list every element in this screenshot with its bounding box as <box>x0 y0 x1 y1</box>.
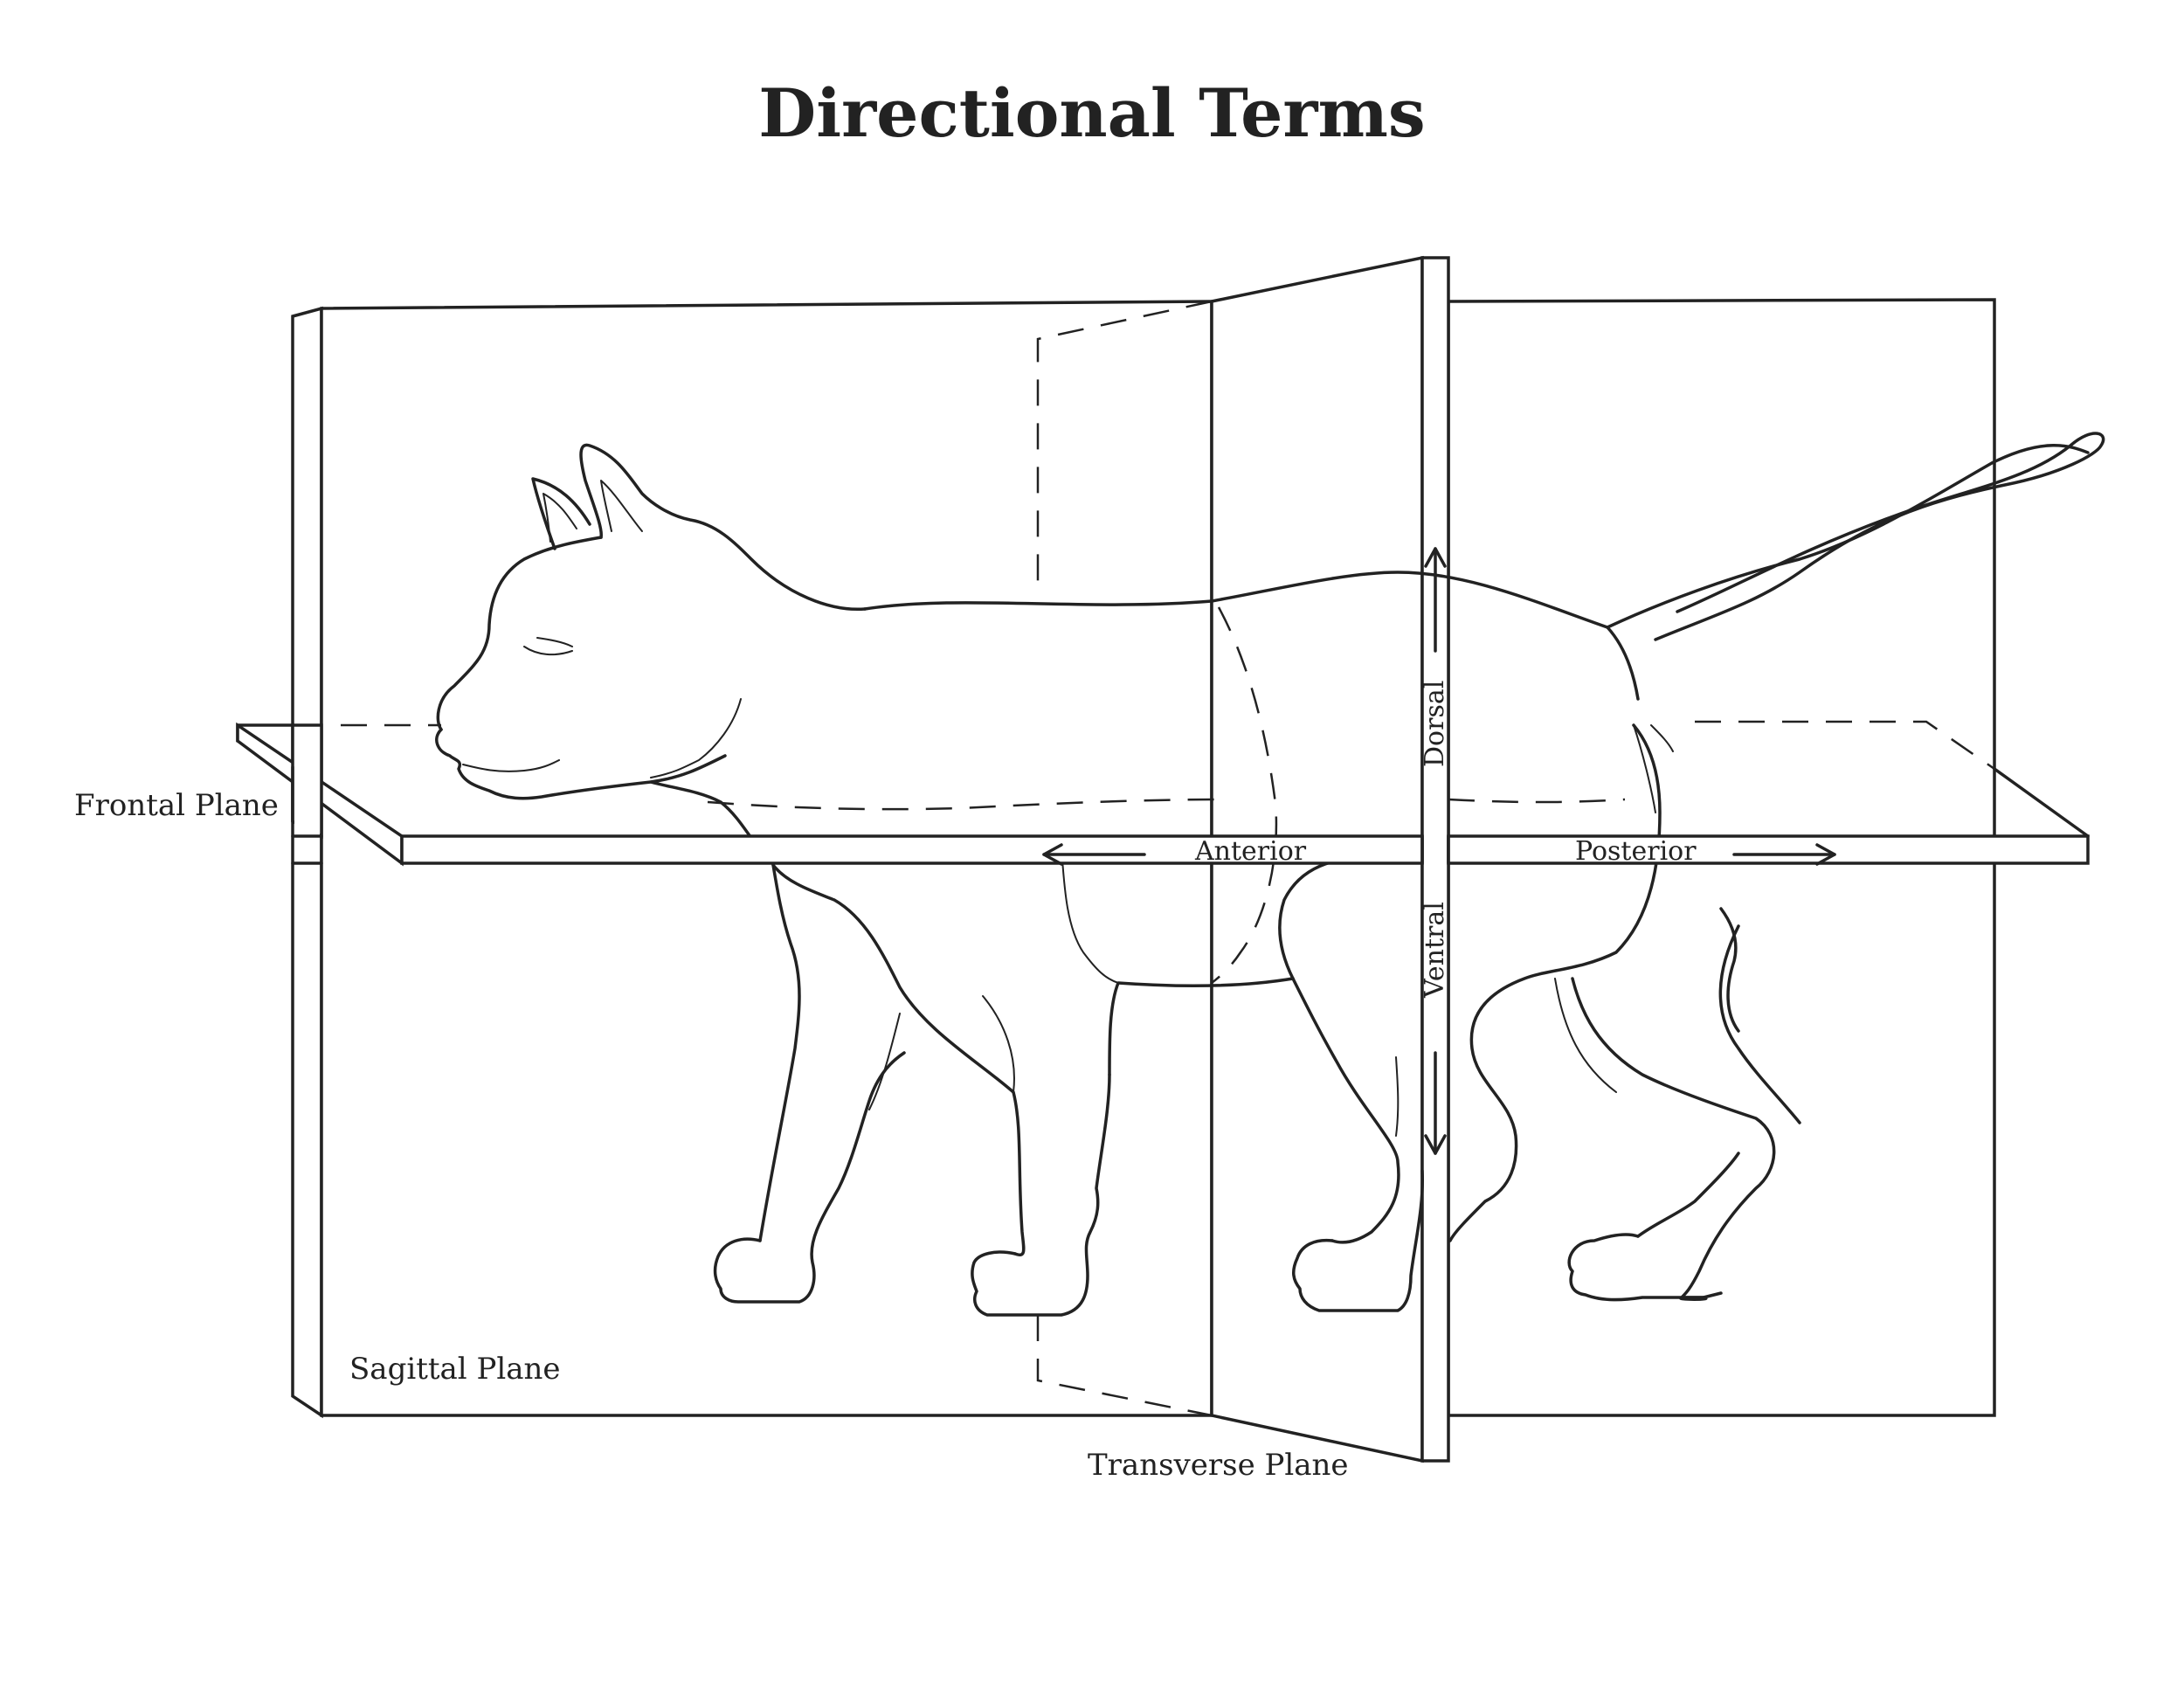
anterior-label: Anterior <box>1195 836 1307 867</box>
page-title: Directional Terms <box>758 74 1426 152</box>
transverse-plane-label: Transverse Plane <box>1088 1448 1349 1483</box>
cat-illustration <box>435 432 2105 1317</box>
sagittal-plane-label: Sagittal Plane <box>349 1352 561 1387</box>
dorsal-arrow <box>1424 547 1447 653</box>
posterior-label: Posterior <box>1575 836 1697 867</box>
anterior-arrow <box>1042 843 1146 866</box>
frontal-plane-label: Frontal Plane <box>74 788 279 823</box>
transverse-hidden-edge-top <box>1036 300 1213 581</box>
ventral-arrow <box>1424 1051 1447 1155</box>
frontal-hidden-edge-right <box>1695 720 1995 771</box>
posterior-arrow <box>1732 843 1836 866</box>
transverse-hidden-edge-bottom <box>1036 1315 1213 1417</box>
ventral-label: Ventral <box>1420 902 1450 998</box>
dorsal-label: Dorsal <box>1420 680 1450 767</box>
frontal-plane <box>236 720 2090 867</box>
